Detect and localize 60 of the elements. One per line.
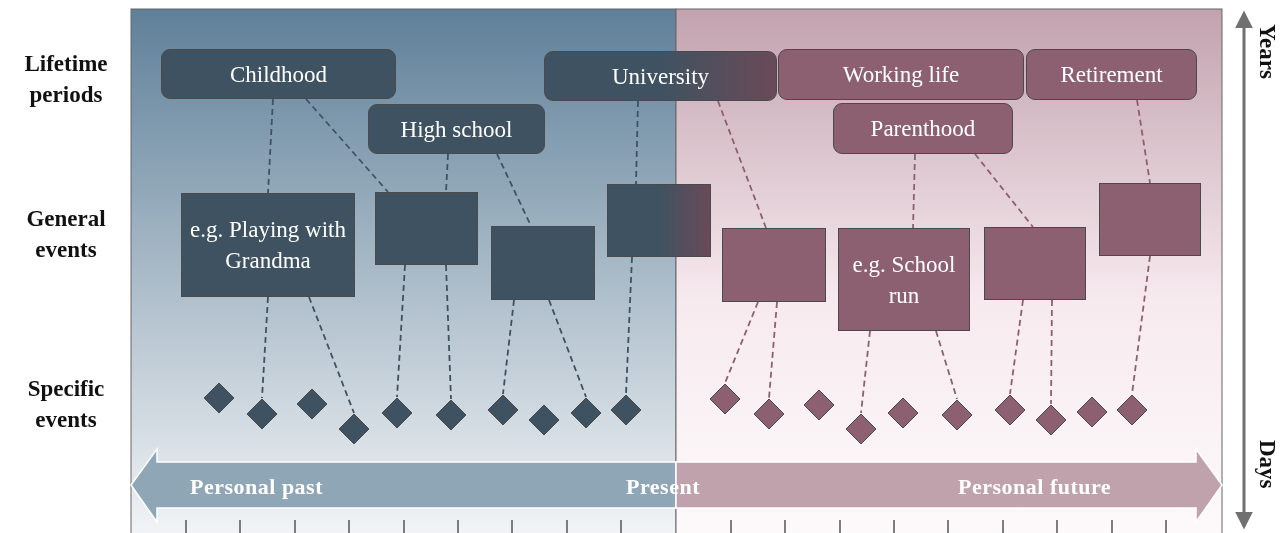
dashed-connector [974,153,1034,228]
event-box [1099,183,1201,256]
row-heading: Specific events [26,375,106,434]
period-box: University [544,51,777,101]
dashed-connector [445,264,452,400]
dashed-connector [724,301,759,384]
event-diamond [887,397,919,429]
dashed-connector [625,256,633,395]
dashed-connector [548,299,587,398]
event-diamond [296,388,328,420]
row-heading: General events [25,205,107,264]
event-diamond [1035,404,1067,436]
event-diamond [570,397,602,429]
period-box: Parenthood [833,103,1013,154]
dashed-connector [912,153,916,229]
event-box: e.g. Playing with Grandma [181,193,355,297]
dashed-connector [445,153,449,193]
dashed-connector [308,296,355,414]
dashed-connector [717,100,767,229]
period-box: Working life [778,49,1024,100]
event-diamond [487,394,519,426]
event-diamond [994,394,1026,426]
event-box [491,226,595,300]
event-diamond [528,404,560,436]
dashed-connector [635,100,639,185]
row-heading: Lifetime periods [23,50,109,109]
dashed-connector [502,299,515,395]
dashed-connector [935,330,958,400]
dashed-connector [768,301,778,399]
event-diamond [753,398,785,430]
event-box: e.g. School run [838,228,970,331]
timeline-label: Personal past [190,473,323,501]
axis-label: Years [1254,24,1281,79]
dashed-connector [1136,99,1151,184]
event-diamond [381,397,413,429]
dashed-connector [267,98,274,194]
event-box [607,184,711,257]
dashed-connector [1050,299,1053,405]
event-diamond [435,399,467,431]
event-diamond [803,389,835,421]
timeline-label: Personal future [958,473,1112,501]
event-box [722,228,826,302]
event-diamond [610,394,642,426]
dashed-connector [396,264,406,398]
event-diamond [709,383,741,415]
event-diamond [1116,394,1148,426]
event-diamond [941,399,973,431]
dashed-connector [860,330,871,414]
period-box: Childhood [161,49,396,99]
axis-label: Days [1254,440,1281,489]
period-box: High school [368,104,545,154]
dashed-connector [261,296,269,399]
event-diamond [1076,396,1108,428]
event-diamond [246,398,278,430]
period-box: Retirement [1026,49,1197,100]
event-diamond [203,382,235,414]
event-box [984,227,1086,300]
event-box [375,192,478,265]
dashed-connector [1009,299,1024,395]
dashed-connector [305,98,389,193]
